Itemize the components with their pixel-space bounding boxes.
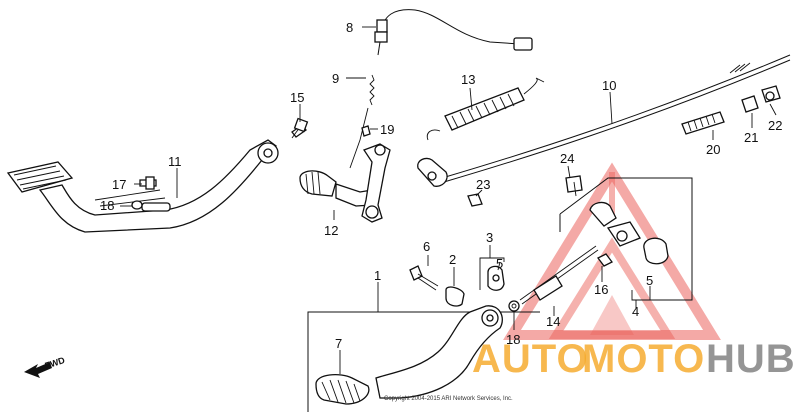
fwd-label: FWD <box>44 355 67 371</box>
callout-2: 2 <box>449 252 456 267</box>
callout-21: 21 <box>744 130 758 145</box>
return-spring-part <box>426 77 545 141</box>
washer-18-part <box>131 200 143 210</box>
callout-16: 16 <box>594 282 608 297</box>
bracket-frame-4 <box>559 177 693 301</box>
callout-5a: 5 <box>496 256 503 271</box>
callout-19: 19 <box>380 122 394 137</box>
callout-1: 1 <box>374 268 381 283</box>
pin-19-part <box>361 125 371 137</box>
brake-pedal-part <box>6 139 279 233</box>
pivot-shaft-part <box>299 143 391 223</box>
adjust-nut-22-part <box>761 85 781 103</box>
stop-switch-part <box>374 9 533 56</box>
bolt-24-part <box>565 175 583 197</box>
cap-5b-part <box>643 237 669 265</box>
watermark-auto: AUTO <box>472 337 589 381</box>
watermark-logo <box>503 162 721 340</box>
collar-2-part <box>445 286 465 307</box>
watermark-moto: MOTO <box>582 337 705 381</box>
callout-24: 24 <box>560 151 574 166</box>
lower-pedal-part <box>315 305 503 405</box>
fwd-direction-indicator: FWD <box>24 355 67 378</box>
callout-11: 11 <box>168 154 182 169</box>
callout-13: 13 <box>461 72 475 87</box>
brake-rod-part <box>417 54 791 187</box>
arrow-left-icon <box>24 362 52 378</box>
callout-5b: 5 <box>646 273 653 288</box>
callout-3: 3 <box>486 230 493 245</box>
nut-16-part <box>597 253 613 267</box>
callout-22: 22 <box>768 118 782 133</box>
lower-pedal-frame <box>307 311 540 412</box>
adjuster-14-part <box>519 245 599 305</box>
callout-18b: 18 <box>506 332 520 347</box>
joint-5-part <box>487 265 505 291</box>
callout-23: 23 <box>476 177 490 192</box>
washer-18b-part <box>508 300 520 312</box>
watermark-hub: HUB <box>706 337 796 381</box>
callout-9: 9 <box>332 71 339 86</box>
copyright-text: Copyright 2004-2015 ARI Network Services… <box>384 396 513 402</box>
callout-17: 17 <box>112 177 126 192</box>
spring-20-part <box>681 111 725 135</box>
clevis-part <box>589 201 641 247</box>
callout-labels: 1 2 3 4 5 5 6 7 8 9 10 11 12 13 14 15 16… <box>100 20 782 351</box>
callout-10: 10 <box>602 78 616 93</box>
nut-21-part <box>741 95 759 113</box>
callout-18a: 18 <box>100 198 114 213</box>
callout-14: 14 <box>546 314 560 329</box>
callout-6: 6 <box>423 239 430 254</box>
leader-lines <box>120 26 777 374</box>
switch-spring-part <box>349 74 375 169</box>
callout-15: 15 <box>290 90 304 105</box>
watermark-wordmark: AUTO MOTO HUB <box>472 337 796 381</box>
bolt-15-part <box>291 117 309 139</box>
callout-12: 12 <box>324 223 338 238</box>
pin-23-part <box>467 193 483 207</box>
callout-8: 8 <box>346 20 353 35</box>
bolt-17-part <box>139 176 157 190</box>
bolt-6-part <box>409 265 439 291</box>
callout-4: 4 <box>632 304 639 319</box>
callout-20: 20 <box>706 142 720 157</box>
callout-7: 7 <box>335 336 342 351</box>
